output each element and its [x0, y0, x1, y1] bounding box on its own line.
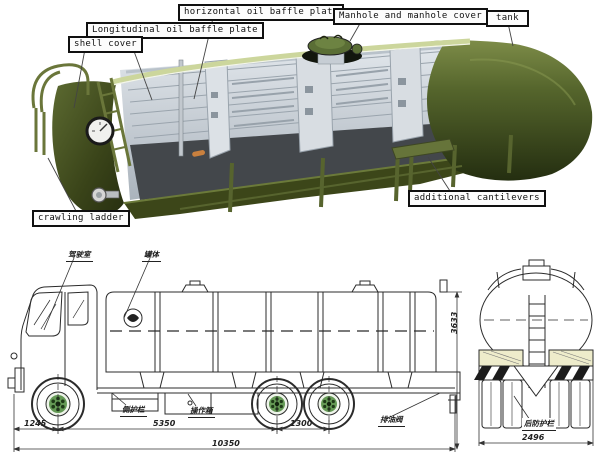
label-longitudinal-baffle: Longitudinal oil baffle plate: [86, 22, 264, 39]
tank-body-3d: [427, 40, 593, 181]
dim-front-overhang: 1245: [24, 419, 47, 428]
dim-wheelbase: 5350: [153, 419, 176, 428]
rear-view-drawing: [474, 259, 594, 446]
rear-bumper: [474, 365, 594, 397]
cab-outline: [7, 284, 98, 393]
tank-side-outline: [105, 279, 448, 389]
level-gauge: [85, 116, 115, 146]
side-view-drawing: [7, 257, 462, 452]
label-drain-valve-cn: 排油阀: [378, 414, 405, 427]
rear-mudguards: [478, 349, 594, 367]
rear-top-fittings: [487, 259, 585, 291]
dim-overall-height: 3633: [450, 311, 459, 334]
rear-breather-pipe: [439, 279, 448, 293]
label-additional-cantilevers: additional cantilevers: [408, 190, 546, 207]
label-tank: tank: [486, 10, 529, 27]
side-rail-and-toolbox: [111, 392, 259, 415]
rear-wheel-1: [251, 376, 303, 434]
label-crawling-ladder: crawling ladder: [32, 210, 130, 227]
dimension-lines-side: [13, 291, 462, 452]
label-shell-cover: shell cover: [68, 36, 143, 53]
internal-pipe: [178, 59, 184, 157]
dimension-lines-rear: [478, 380, 594, 446]
manhole-bump-2: [351, 284, 379, 293]
cut-rim: [111, 38, 471, 85]
label-cab-cn: 驾驶室: [66, 249, 93, 262]
rear-wheels: [481, 379, 591, 429]
label-manhole: Manhole and manhole cover: [333, 8, 488, 25]
tank-3d-render: [31, 17, 593, 219]
label-rear-guard-cn: 后防护栏: [522, 418, 556, 431]
orange-fitting: [192, 150, 206, 157]
label-tank-body-cn: 罐体: [142, 249, 161, 262]
rear-wheel-2: [303, 376, 355, 434]
label-horizontal-baffle: horizontal oil baffle plate: [178, 4, 345, 21]
cantilever-3d: [391, 138, 455, 160]
dim-overall-length: 10350: [212, 439, 240, 448]
dim-rear-axle-spacing: 1300: [290, 419, 313, 428]
leader-lines-side: [43, 257, 441, 420]
label-side-rail-cn: 侧护栏: [120, 404, 147, 417]
manhole-bump-1: [181, 284, 209, 293]
bottom-valve: [91, 187, 120, 203]
manhole-3d: [302, 34, 363, 65]
dim-overall-width: 2496: [522, 433, 545, 442]
label-toolbox-cn: 操作箱: [188, 405, 215, 418]
baffle-plates: [204, 46, 424, 159]
